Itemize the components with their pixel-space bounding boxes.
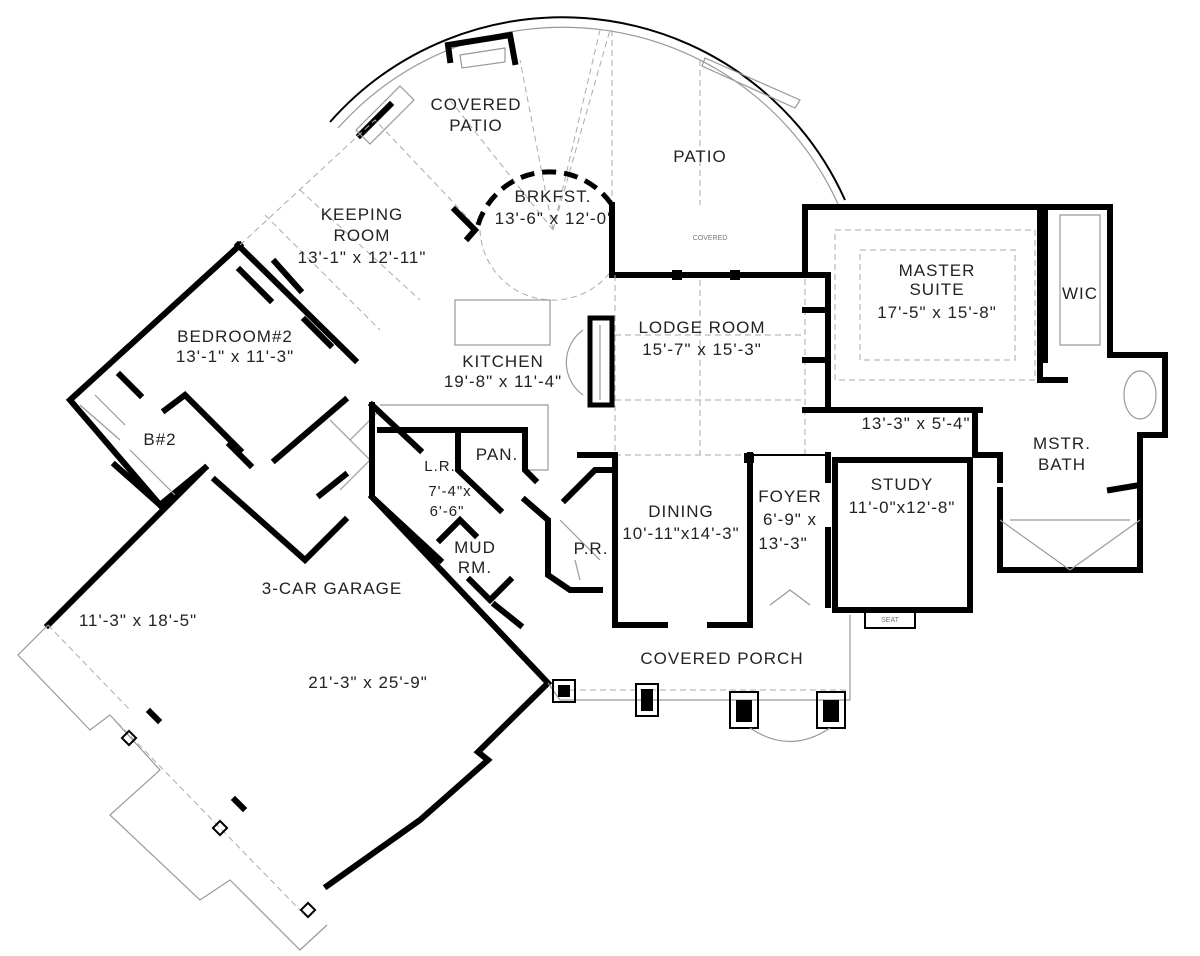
room-label-lodge: LODGE ROOM — [638, 318, 765, 337]
room-label-covered-patio-2: PATIO — [449, 116, 503, 135]
room-label-master: MASTER — [899, 261, 976, 280]
walls-west-wing — [43, 119, 471, 630]
room-dims-master: 17'-5" x 15'-8" — [877, 303, 997, 322]
room-dims-hall: 13'-3" x 5'-4" — [861, 414, 970, 433]
room-dims-garage-small: 11'-3" x 18'-5" — [79, 611, 197, 630]
room-label-keeping: KEEPING — [321, 205, 404, 224]
room-label-kitchen: KITCHEN — [462, 352, 544, 371]
covered-porch — [547, 615, 851, 743]
room-label-pantry: PAN. — [476, 445, 518, 464]
room-dims-study: 11'-0"x12'-8" — [849, 498, 956, 517]
covered-note: COVERED — [693, 235, 728, 242]
room-label-bedroom2: BEDROOM#2 — [177, 327, 293, 346]
room-label-mud-2: RM. — [458, 558, 492, 577]
room-label-study: STUDY — [871, 475, 934, 494]
breakfast-bay — [450, 169, 615, 301]
room-dims-foyer: 6'-9" x — [763, 510, 817, 529]
room-label-mud: MUD — [454, 538, 496, 557]
walls-core — [565, 202, 831, 628]
room-dims-garage-large: 21'-3" x 25'-9" — [308, 673, 428, 692]
room-label-master-bath: MSTR. — [1033, 434, 1091, 453]
room-dims-lodge: 15'-7" x 15'-3" — [642, 340, 762, 359]
room-label-garage: 3-CAR GARAGE — [262, 579, 402, 598]
room-label-wic: WIC — [1062, 284, 1098, 303]
room-dims-foyer-2: 13'-3" — [758, 534, 807, 553]
room-label-laundry: L.R. — [424, 458, 456, 475]
room-dims-laundry-2: 6'-6" — [430, 503, 465, 520]
room-dims-keeping: 13'-1" x 12'-11" — [298, 248, 427, 267]
room-label-master-bath-2: BATH — [1038, 455, 1086, 474]
room-label-master-2: SUITE — [909, 280, 964, 299]
room-dims-brkfst: 13'-6" x 12'-0' — [495, 209, 612, 228]
room-label-dining: DINING — [648, 502, 714, 521]
room-dims-kitchen: 19'-8" x 11'-4" — [444, 372, 562, 391]
room-label-covered-porch: COVERED PORCH — [640, 649, 803, 668]
room-label-covered-patio: COVERED — [430, 95, 521, 114]
room-label-keeping-2: ROOM — [334, 226, 391, 245]
walls-service — [367, 299, 615, 630]
patio-outline — [329, 16, 846, 231]
room-dims-laundry: 7'-4"x — [428, 483, 471, 500]
room-label-brkfst: BRKFST. — [515, 187, 592, 206]
room-dims-dining: 10'-11"x14'-3" — [622, 524, 739, 543]
room-label-bath2: B#2 — [143, 430, 176, 449]
room-dims-bedroom2: 13'-1" x 11'-3" — [176, 347, 294, 366]
seat-note: SEAT — [881, 617, 899, 624]
room-label-powder: P.R. — [574, 539, 609, 558]
room-label-patio: PATIO — [673, 147, 727, 166]
walls-east-wing — [802, 204, 1168, 629]
room-label-foyer: FOYER — [758, 487, 822, 506]
